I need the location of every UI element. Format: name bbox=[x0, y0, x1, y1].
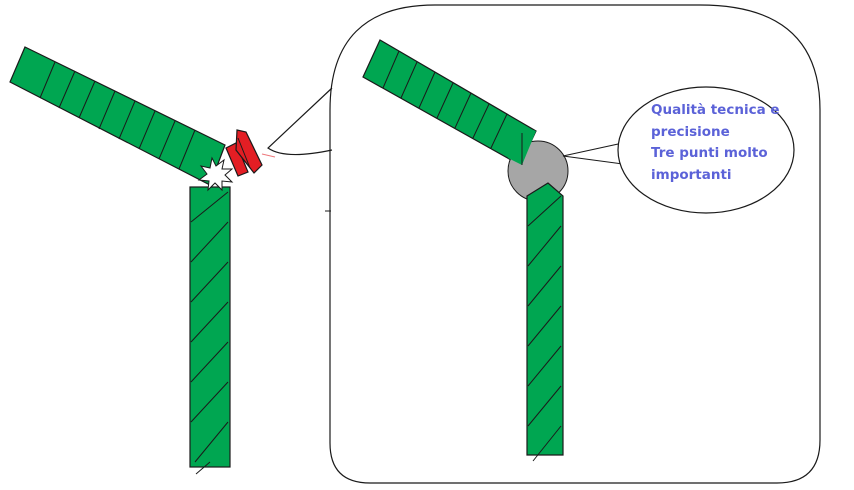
left-vertical-hatch bbox=[190, 191, 229, 475]
left-diagonal-beam bbox=[9, 46, 226, 186]
callout-text: Qualità tecnica e precisione Tre punti m… bbox=[651, 100, 791, 186]
left-vertical-beam bbox=[189, 186, 231, 468]
callout-ellipse bbox=[617, 86, 795, 214]
callout-line-1: Qualità tecnica e bbox=[651, 102, 780, 118]
spark-icon bbox=[197, 156, 234, 192]
callout-line-2: precisione bbox=[651, 123, 730, 140]
right-joint bbox=[362, 39, 795, 462]
zoom-bubble bbox=[329, 4, 821, 484]
callout-line-3: Tre punti molto bbox=[651, 145, 768, 161]
right-diagonal-beam bbox=[362, 39, 537, 166]
left-diagonal-hatch bbox=[39, 61, 196, 170]
right-vertical-beam bbox=[526, 182, 564, 456]
right-vertical-hatch bbox=[527, 195, 562, 462]
callout-line-4: importanti bbox=[651, 166, 732, 183]
right-diagonal-hatch bbox=[382, 50, 508, 149]
left-joint bbox=[9, 46, 276, 475]
welding-torch-icon bbox=[225, 129, 276, 177]
zoom-bubble-pointer bbox=[267, 87, 333, 156]
